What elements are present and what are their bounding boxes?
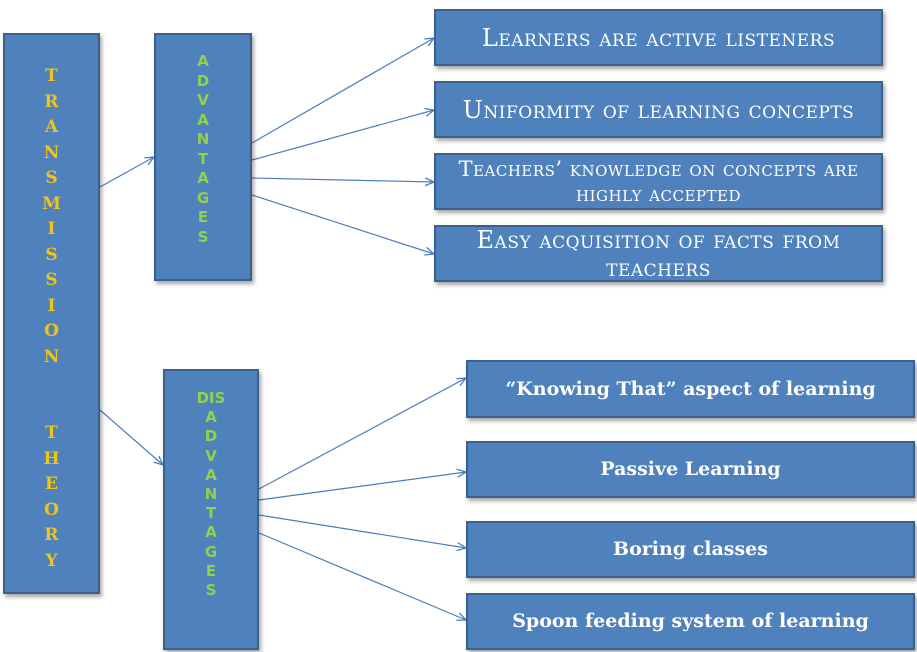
disadvantages-letter: DIS [196, 389, 226, 407]
disadvantages-letter: T [205, 504, 217, 523]
root-letter: T [45, 66, 58, 86]
root-letter: E [45, 474, 58, 494]
advantage-item-3: Teachers’ knowledge on concepts are high… [434, 153, 883, 210]
arrow-disadvantages-to-item-4 [258, 532, 466, 620]
root-letter: O [44, 321, 59, 341]
arrow-root-to-advantages [99, 157, 154, 188]
root-letter: T [45, 423, 58, 443]
root-spacer [49, 396, 55, 422]
disadvantages-letter: E [205, 561, 217, 580]
arrow-advantages-to-item-3 [251, 178, 434, 182]
transmission-theory-label: T R A N S M I S S I O N T H E O R Y [5, 64, 98, 574]
advantages-letter: V [197, 91, 209, 109]
disadvantages-letter: A [205, 523, 217, 542]
root-letter: S [45, 270, 58, 290]
advantages-letter: A [197, 52, 209, 70]
arrow-disadvantages-to-item-1 [258, 378, 466, 490]
arrow-disadvantages-to-item-3 [258, 514, 466, 548]
advantage-item-2: Uniformity of learning concepts [434, 81, 883, 138]
advantages-letter: A [197, 169, 209, 187]
disadvantages-letter: S [205, 581, 217, 600]
advantage-item-4: Easy acquisition of facts from teachers [434, 225, 883, 282]
arrow-advantages-to-item-2 [251, 110, 434, 161]
disadvantages-letter: N [204, 485, 218, 504]
root-letter: R [44, 525, 59, 545]
disadvantages-letter: V [205, 446, 217, 465]
disadvantage-item-4: Spoon feeding system of learning [466, 593, 915, 650]
root-letter: S [45, 244, 58, 265]
disadvantages-letter: A [205, 465, 217, 484]
root-letter: Y [45, 550, 58, 571]
root-letter: N [43, 142, 60, 163]
advantages-label: A D V A N T A G E S [156, 52, 250, 247]
disadvantages-letter: A [205, 408, 217, 427]
advantages-letter: N [196, 130, 210, 148]
advantages-letter: D [196, 71, 210, 90]
root-letter: H [43, 448, 60, 469]
advantages-letter: G [196, 188, 210, 207]
root-letter: I [47, 295, 56, 316]
disadvantages-box: DIS A D V A N T A G E S [163, 369, 259, 650]
disadvantage-item-2: Passive Learning [466, 441, 915, 498]
root-letter: O [44, 499, 59, 520]
arrow-advantages-to-item-1 [251, 38, 434, 144]
root-letter: N [43, 346, 60, 367]
advantages-letter: E [197, 208, 209, 226]
transmission-theory-box: T R A N S M I S S I O N T H E O R Y [3, 33, 100, 594]
advantages-letter: A [197, 110, 209, 129]
disadvantage-item-1: “Knowing That” aspect of learning [466, 360, 915, 418]
advantages-letter: T [197, 149, 209, 168]
root-spacer [49, 370, 55, 396]
root-letter: M [42, 193, 61, 214]
root-letter: I [47, 219, 56, 239]
advantage-item-1: Learners are active listeners [434, 9, 883, 66]
root-letter: A [44, 117, 59, 137]
disadvantages-label: DIS A D V A N T A G E S [165, 389, 257, 600]
advantages-box: A D V A N T A G E S [154, 33, 252, 281]
disadvantage-item-3: Boring classes [466, 521, 915, 578]
arrow-root-to-disadvantages [99, 409, 163, 465]
advantages-letter: S [197, 227, 209, 246]
root-letter: R [44, 91, 59, 112]
disadvantages-letter: G [204, 542, 218, 561]
disadvantages-letter: D [204, 427, 218, 446]
root-letter: S [45, 168, 58, 188]
arrow-disadvantages-to-item-2 [258, 472, 466, 501]
arrow-advantages-to-item-4 [251, 194, 434, 254]
